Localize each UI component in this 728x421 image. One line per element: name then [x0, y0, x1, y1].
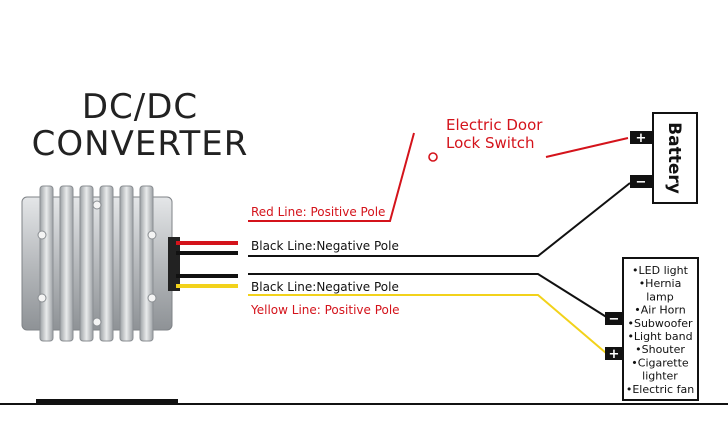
black-line-top-label: Black Line:Negative Pole — [251, 239, 399, 253]
load-item: lighter — [642, 370, 678, 383]
load-plus-icon: + — [609, 347, 620, 362]
converter-module — [21, 185, 173, 342]
battery-minus-icon: − — [636, 175, 647, 190]
black-line-top — [248, 182, 631, 257]
battery-label: Battery — [664, 122, 684, 194]
black-line-bottom — [248, 273, 609, 319]
battery: Battery + − — [630, 112, 698, 204]
wire-grommet — [168, 237, 180, 291]
battery-box — [652, 112, 698, 204]
switch-to-battery-line — [545, 137, 629, 158]
load-positive-terminal — [605, 347, 623, 360]
switch-terminal — [428, 152, 438, 162]
load-box-frame — [622, 257, 699, 401]
load-negative-terminal — [605, 312, 623, 325]
red-line-label: Red Line: Positive Pole — [251, 205, 385, 219]
converter-fins — [39, 185, 154, 342]
load-item: •Shouter — [635, 343, 685, 356]
load-item: •Air Horn — [634, 304, 685, 317]
converter-screws — [37, 200, 157, 327]
yellow-line-label: Yellow Line: Positive Pole — [250, 303, 400, 317]
yellow-line — [248, 294, 607, 354]
load-item: lamp — [646, 290, 674, 303]
load-item: •Light band — [627, 330, 692, 343]
red-line — [248, 132, 415, 222]
black-line-bottom-label: Black Line:Negative Pole — [251, 280, 399, 294]
switch-label-line-2: Lock Switch — [446, 134, 535, 152]
title-line-2: CONVERTER — [32, 124, 249, 164]
load-item: •LED light — [632, 264, 689, 277]
load-item: •Subwoofer — [627, 317, 693, 330]
load-minus-icon: − — [609, 312, 620, 327]
battery-positive-terminal — [630, 131, 652, 144]
battery-negative-terminal — [630, 175, 652, 188]
battery-plus-icon: + — [636, 131, 647, 146]
switch-label-line-1: Electric Door — [446, 116, 543, 134]
title-line-1: DC/DC — [82, 87, 198, 127]
converter-base-bar — [36, 399, 178, 405]
load-item: •Electric fan — [626, 383, 694, 396]
load-item: •Cigarette — [631, 356, 689, 369]
load-item: •Hernia — [639, 277, 682, 290]
